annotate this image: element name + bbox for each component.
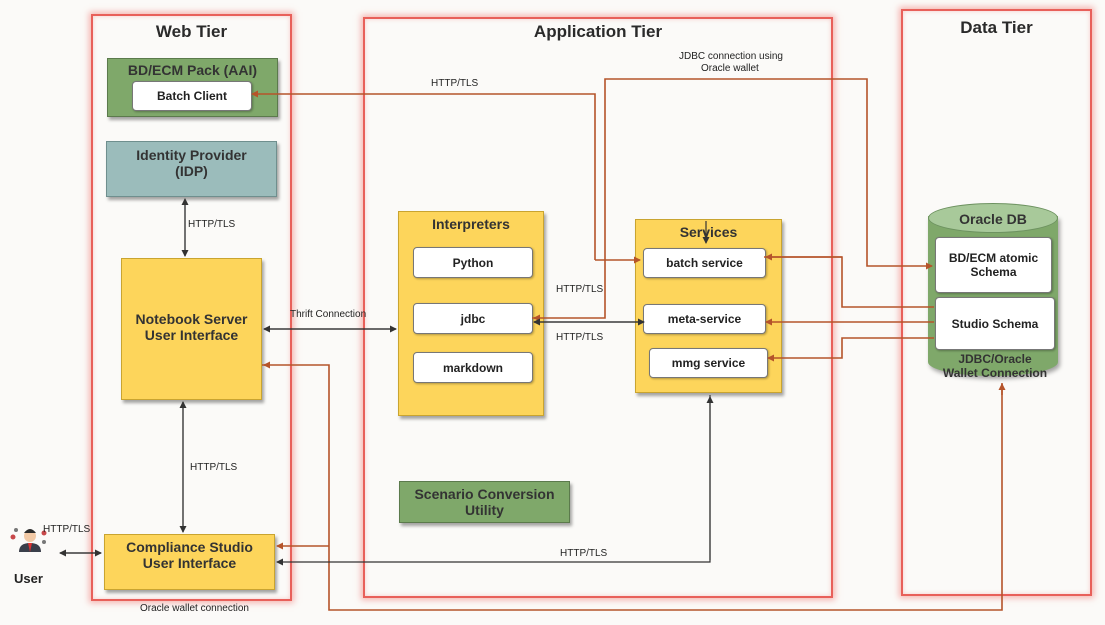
wallet-line1: JDBC/Oracle [958, 352, 1032, 366]
studio-schema-box: Studio Schema [935, 297, 1055, 350]
oracle-db-cylinder-top [928, 203, 1058, 233]
oracle-db-title: Oracle DB [959, 211, 1027, 227]
atomic-schema-box: BD/ECM atomic Schema [935, 237, 1052, 293]
data-tier-title: Data Tier [960, 18, 1033, 37]
label-http-jdbc-meta: HTTP/TLS [556, 332, 604, 343]
label-http-services: HTTP/TLS [560, 548, 608, 559]
bd-ecm-pack-title: BD/ECM Pack (AAI) [127, 62, 258, 78]
label-jdbc-wallet-2: Oracle wallet [701, 63, 759, 74]
interpreters-box: Interpreters Python jdbc markdown [398, 211, 544, 416]
application-tier-title: Application Tier [533, 22, 663, 41]
notebook-line2: User Interface [144, 327, 239, 343]
interpreter-jdbc: jdbc [413, 303, 533, 334]
interpreters-title: Interpreters [432, 216, 510, 232]
wire-batch-studio [764, 256, 934, 308]
label-http-notebook-studio: HTTP/TLS [190, 462, 238, 473]
scenario-line1: Scenario Conversion [414, 486, 555, 502]
user-icon [10, 528, 47, 552]
notebook-server-box: Notebook Server User Interface [121, 258, 262, 400]
atomic-line1: BD/ECM atomic [948, 251, 1039, 265]
atomic-line2: Schema [970, 265, 1017, 279]
wire-studio-services [276, 395, 711, 566]
studio-line2: User Interface [142, 555, 237, 571]
service-mmg: mmg service [649, 348, 768, 378]
idp-line1: Identity Provider [136, 147, 247, 163]
wire-oracle-wallet [262, 364, 1003, 611]
label-thrift: Thrift Connection [290, 309, 367, 320]
data-tier: Data Tier [901, 9, 1092, 596]
web-tier-title: Web Tier [155, 22, 228, 41]
batch-client-box: Batch Client [132, 81, 252, 111]
label-http-jdbc-batch: HTTP/TLS [556, 284, 604, 295]
scenario-line2: Utility [465, 502, 504, 518]
wire-mmg-studio [767, 337, 934, 362]
idp-line2: (IDP) [175, 163, 208, 179]
wire-jdbc-wallet [532, 78, 933, 319]
services-title: Services [679, 224, 738, 240]
notebook-line1: Notebook Server [135, 311, 248, 327]
bd-ecm-pack-box: BD/ECM Pack (AAI) Batch Client [107, 58, 278, 117]
wallet-line2: Wallet Connection [942, 366, 1048, 380]
services-box: Services batch service meta-service mmg … [635, 219, 782, 393]
wire-batch-client [251, 90, 596, 260]
studio-line1: Compliance Studio [126, 539, 253, 555]
service-batch: batch service [643, 248, 766, 278]
label-jdbc-wallet-1: JDBC connection using [679, 51, 783, 62]
interpreter-markdown: markdown [413, 352, 533, 383]
scenario-conversion-box: Scenario Conversion Utility [399, 481, 570, 523]
label-http-batch-client: HTTP/TLS [431, 78, 479, 89]
application-tier: Application Tier [363, 17, 833, 598]
web-tier: Web Tier [91, 14, 292, 601]
label-http-idp: HTTP/TLS [188, 219, 236, 230]
label-http-user: HTTP/TLS [43, 524, 91, 535]
identity-provider-box: Identity Provider (IDP) [106, 141, 277, 197]
compliance-studio-box: Compliance Studio User Interface [104, 534, 275, 590]
interpreter-python: Python [413, 247, 533, 278]
label-oracle-wallet: Oracle wallet connection [140, 603, 249, 614]
user-label: User [14, 571, 43, 586]
